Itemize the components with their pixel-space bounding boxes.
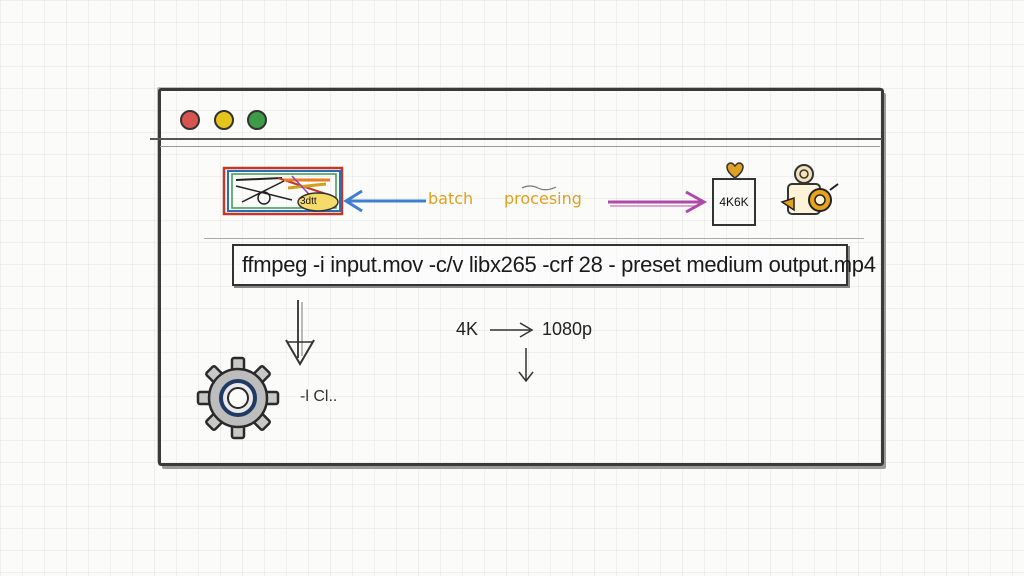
- arrow-right-small-icon: [490, 322, 534, 338]
- output-box: 4K6K: [712, 178, 756, 226]
- arrow-down-small-icon: [518, 348, 534, 383]
- arrow-down-icon: [285, 300, 315, 366]
- titlebar-divider: [150, 138, 882, 140]
- batch-label: batch: [428, 189, 474, 208]
- settings-label: -l Cl..: [300, 388, 338, 405]
- source-thumbnail: [222, 166, 346, 216]
- output-label: 4K6K: [719, 195, 749, 209]
- user-settings-icon: [780, 164, 839, 215]
- thumbnail-badge: 3dtt: [300, 196, 317, 207]
- gear-icon: [196, 356, 280, 440]
- command-input[interactable]: ffmpeg -i input.mov -c/v libx265 -crf 28…: [232, 244, 876, 286]
- maximize-button[interactable]: [247, 110, 267, 130]
- heart-icon: [726, 162, 744, 179]
- minimize-button[interactable]: [214, 110, 234, 130]
- close-button[interactable]: [180, 110, 200, 130]
- thumbnail-sketch-icon: [222, 166, 344, 216]
- arrow-right-icon: [608, 190, 708, 214]
- command-guide-line: [204, 238, 864, 239]
- titlebar-divider-shadow: [160, 146, 880, 147]
- browser-window: [158, 88, 884, 466]
- arrow-left-icon: [343, 189, 426, 213]
- processing-label: procesing: [504, 189, 582, 208]
- conversion-to: 1080p: [542, 319, 593, 339]
- scribble-icon: [521, 185, 557, 191]
- conversion-from: 4K: [456, 319, 479, 339]
- command-text: ffmpeg -i input.mov -c/v libx265 -crf 28…: [242, 252, 876, 277]
